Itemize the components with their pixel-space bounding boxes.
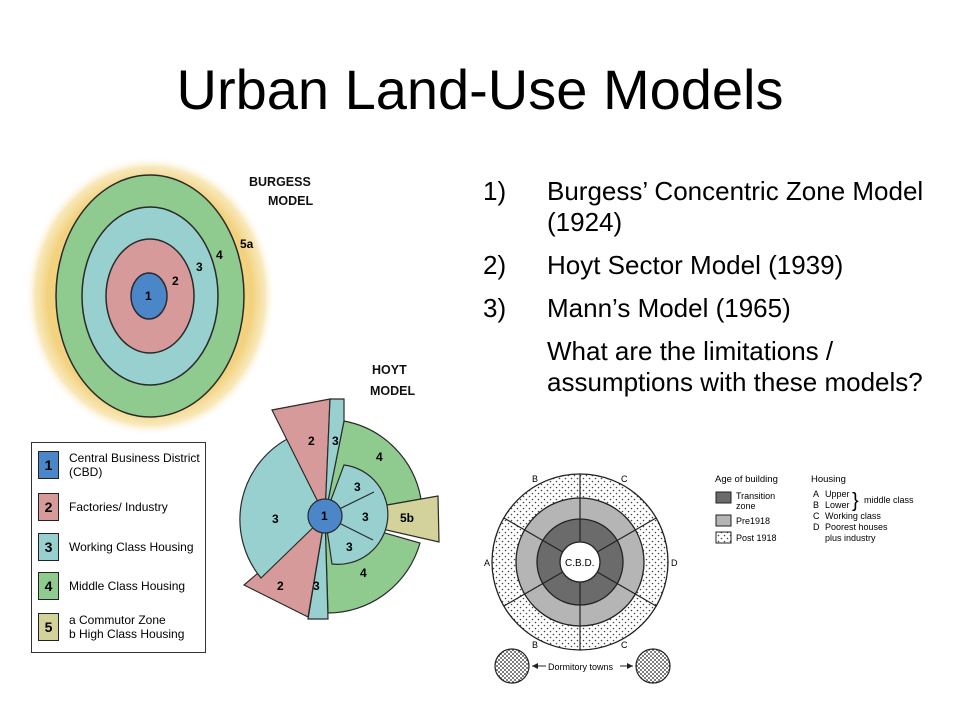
legend-item-commuter-high-class: 5 a Commutor Zone b High Class Housing bbox=[38, 611, 184, 643]
burgess-title-line1: BURGESS bbox=[249, 175, 311, 189]
mann-key-post1918-swatch bbox=[715, 531, 732, 544]
legend-label: a Commutor Zone b High Class Housing bbox=[69, 613, 185, 641]
list-item: What are the limitations / assumptions w… bbox=[483, 336, 943, 398]
mann-housing-letter-c: C bbox=[813, 511, 820, 521]
mann-letter-a: A bbox=[484, 558, 490, 568]
legend-swatch: 3 bbox=[38, 533, 59, 561]
hoyt-cbd bbox=[307, 498, 343, 534]
hoyt-label-middle-right: 4 bbox=[376, 450, 383, 464]
mann-age-heading: Age of building bbox=[715, 474, 778, 485]
mann-cbd-label: C.B.D. bbox=[565, 558, 594, 569]
list-text: Hoyt Sector Model (1939) bbox=[547, 250, 844, 280]
mann-housing-label-c: Working class bbox=[825, 511, 881, 521]
mann-model-diagram: C.B.D. B C A D B C Dormitory towns Age o… bbox=[484, 473, 914, 684]
list-text: Mann’s Model (1965) bbox=[547, 293, 791, 323]
mann-letter-d: D bbox=[671, 558, 678, 568]
hoyt-label-high-class: 5b bbox=[400, 511, 414, 525]
mann-housing-label-a: Upper bbox=[825, 489, 850, 499]
legend-label: Factories/ Industry bbox=[69, 500, 168, 514]
slide-title: Urban Land-Use Models bbox=[176, 58, 784, 121]
mann-housing-label-industry: plus industry bbox=[825, 533, 876, 543]
mann-dormitory-town-left bbox=[494, 648, 530, 684]
mann-key-pre1918-label: Pre1918 bbox=[736, 516, 770, 526]
burgess-zone-1-cbd bbox=[130, 272, 168, 320]
mann-housing-brace: } bbox=[852, 490, 859, 512]
burgess-label-1: 1 bbox=[145, 289, 152, 303]
list-number: 1) bbox=[483, 176, 507, 206]
mann-key-post1918-label: Post 1918 bbox=[736, 533, 777, 543]
hoyt-label-factories-top: 2 bbox=[308, 434, 315, 448]
hoyt-label-inner-top: 3 bbox=[354, 480, 361, 494]
mann-key-pre1918-swatch bbox=[715, 514, 732, 527]
hoyt-label-inner-right: 3 bbox=[362, 510, 369, 524]
burgess-label-3: 3 bbox=[196, 260, 203, 274]
mann-middle-class-label: middle class bbox=[864, 495, 914, 505]
mann-key-transition-label-1: Transition bbox=[736, 491, 775, 501]
list-number bbox=[483, 336, 547, 398]
burgess-model-diagram: 1 2 3 4 5a BURGESS MODEL bbox=[28, 156, 314, 436]
burgess-label-4: 4 bbox=[216, 248, 223, 262]
mann-letter-c-bottom: C bbox=[621, 640, 628, 650]
legend-item-middle-class: 4 Middle Class Housing bbox=[38, 570, 185, 602]
hoyt-label-working-left: 3 bbox=[272, 512, 279, 526]
burgess-label-5a: 5a bbox=[240, 237, 254, 251]
hoyt-label-inner-lower: 3 bbox=[346, 540, 353, 554]
legend-swatch: 4 bbox=[38, 572, 59, 600]
mann-housing-label-b: Lower bbox=[825, 500, 850, 510]
hoyt-title-line1: HOYT bbox=[372, 363, 407, 377]
burgess-title-line2: MODEL bbox=[268, 194, 314, 208]
hoyt-label-cbd: 1 bbox=[321, 509, 328, 523]
mann-key-transition-label-2: zone bbox=[736, 501, 756, 511]
legend-swatch: 2 bbox=[38, 493, 59, 521]
legend-item-working-class: 3 Working Class Housing bbox=[38, 531, 194, 563]
legend-label: Central Business District (CBD) bbox=[69, 451, 200, 479]
mann-housing-letter-a: A bbox=[813, 489, 819, 499]
hoyt-title-line2: MODEL bbox=[370, 384, 416, 398]
legend-label: Working Class Housing bbox=[69, 540, 194, 554]
model-list: 1) Burgess’ Concentric Zone Model (1924)… bbox=[483, 176, 943, 410]
hoyt-label-middle-lower: 4 bbox=[360, 566, 367, 580]
land-use-legend: 1 Central Business District (CBD) 2 Fact… bbox=[31, 442, 206, 653]
burgess-label-2: 2 bbox=[172, 274, 179, 288]
list-text: Burgess’ Concentric Zone Model (1924) bbox=[547, 176, 924, 237]
mann-housing-letter-b: B bbox=[813, 500, 819, 510]
hoyt-label-factories-bottom: 2 bbox=[277, 579, 284, 593]
mann-letter-b-top: B bbox=[532, 474, 538, 484]
mann-dormitory-label: Dormitory towns bbox=[548, 662, 614, 672]
legend-item-cbd: 1 Central Business District (CBD) bbox=[38, 449, 200, 481]
hoyt-sector-working-class-top bbox=[324, 398, 345, 517]
mann-housing-letter-d: D bbox=[813, 522, 820, 532]
mann-dormitory-town-right bbox=[635, 648, 671, 684]
list-item: 2) Hoyt Sector Model (1939) bbox=[483, 250, 943, 281]
list-item: 3) Mann’s Model (1965) bbox=[483, 293, 943, 324]
mann-letter-c-top: C bbox=[621, 474, 628, 484]
mann-housing-heading: Housing bbox=[811, 474, 846, 485]
hoyt-label-working-bottom: 3 bbox=[313, 579, 320, 593]
list-number: 2) bbox=[483, 250, 507, 280]
hoyt-model-diagram: HOYT MODEL 1 2 3 4 3 3 5b 3 4 3 2 3 bbox=[239, 363, 440, 620]
mann-letter-b-bottom: B bbox=[532, 640, 538, 650]
hoyt-label-working-top: 3 bbox=[332, 434, 339, 448]
list-number: 3) bbox=[483, 293, 507, 323]
legend-swatch: 5 bbox=[38, 613, 59, 641]
legend-swatch: 1 bbox=[38, 451, 59, 479]
legend-item-factories: 2 Factories/ Industry bbox=[38, 491, 168, 523]
list-item: 1) Burgess’ Concentric Zone Model (1924) bbox=[483, 176, 943, 238]
mann-cbd bbox=[559, 541, 601, 583]
list-text: What are the limitations / assumptions w… bbox=[547, 336, 923, 397]
mann-key-transition-swatch bbox=[715, 491, 732, 504]
mann-housing-label-d: Poorest houses bbox=[825, 522, 888, 532]
legend-label: Middle Class Housing bbox=[69, 579, 186, 593]
